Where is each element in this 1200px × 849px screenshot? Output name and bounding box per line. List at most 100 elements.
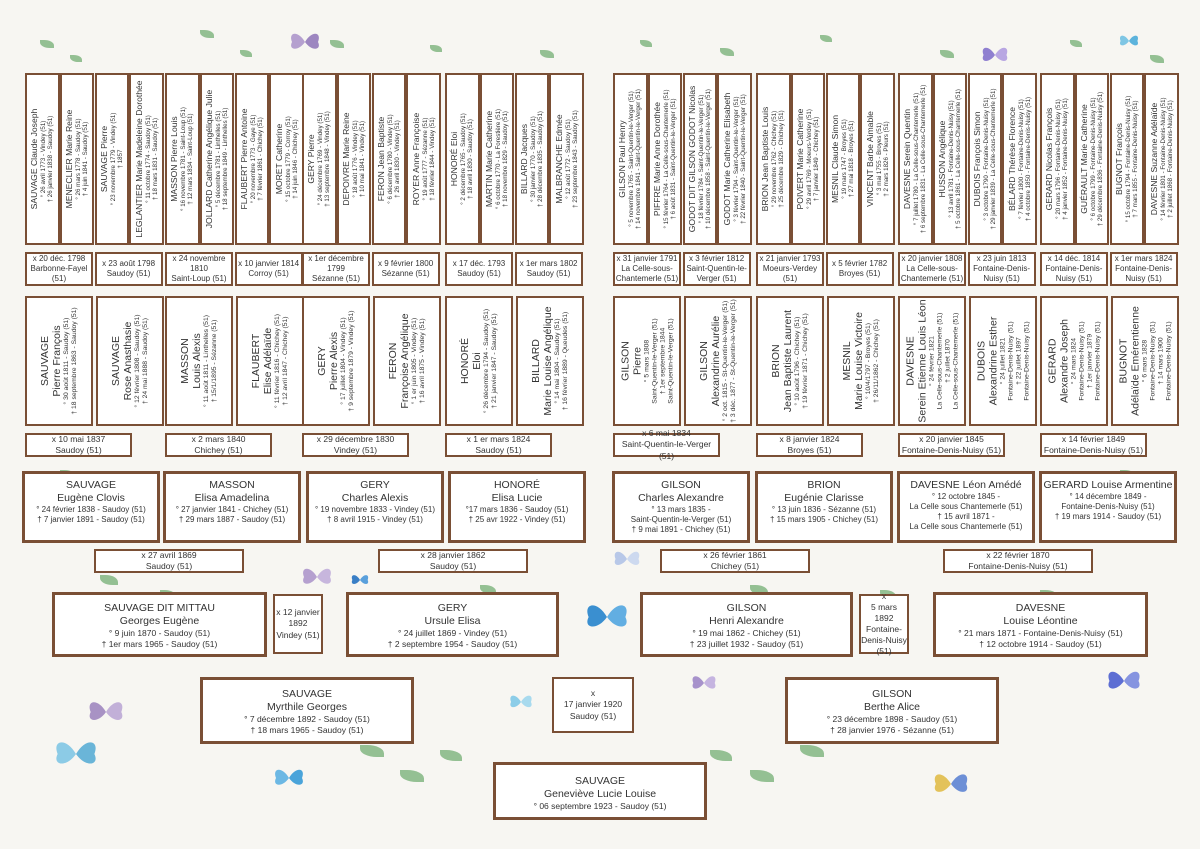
ancestor-card[interactable]: BRION Jean Baptiste Louis° 29 novembre 1… xyxy=(756,73,791,245)
person-given-names: Pierre Alexis xyxy=(328,331,341,391)
person-birth: ° 5 mars 1808 xyxy=(643,339,651,383)
ancestor-card[interactable]: DAVESNE Suzanne Adélaïde° 14 février 180… xyxy=(1144,73,1179,245)
person-death: † 28 décembre 1835 - Saudoy (51) xyxy=(536,111,544,207)
ancestor-card[interactable]: POIVERT Marie Catherine° 29 avril 1769 -… xyxy=(790,73,826,245)
person-birth: ° 23 novembre 1779 - Vindey (51) xyxy=(109,112,117,206)
ancestor-card[interactable]: MENECLIER Marie Reine° 26 mars 1778 - Sa… xyxy=(59,73,95,245)
ancestor-card[interactable]: DUBOIS François Simon° 3 octobre 1790 - … xyxy=(967,73,1003,245)
person-card[interactable]: GILSON Berthe Alice ° 23 décembre 1898 -… xyxy=(785,677,999,744)
person-death: † 2 septembre 1954 - Saudoy (51) xyxy=(387,638,518,649)
marriage-place: Chichey (51) xyxy=(710,561,760,571)
marriage-place: La Celle-sous-Chantemerle (51) xyxy=(615,264,679,283)
ancestor-card[interactable]: GERARD Nicolas François° 20 mars 1796 - … xyxy=(1040,73,1075,245)
person-card[interactable]: SAUVAGE Myrthile Georges ° 7 décembre 18… xyxy=(200,677,414,744)
ancestor-card[interactable]: BILLARD Jacques° 30 janvier 1770 - Saudo… xyxy=(514,73,550,245)
ancestor-card[interactable]: GODOT Marie Catherine Elisabeth° 3 févri… xyxy=(717,73,752,245)
marriage-date: x 21 janvier 1793 xyxy=(759,254,821,263)
person-card[interactable]: DAVESNE Léon Amédé° 12 octobre 1845 -La … xyxy=(897,471,1035,543)
ancestor-card[interactable]: DAVESNE Serein Quentin° 7 juillet 1780 -… xyxy=(898,73,933,245)
person-name: HUSSON Angélique xyxy=(937,120,948,198)
ancestor-card[interactable]: GERY Pierre° 24 décembre 1769 - Vindey (… xyxy=(302,73,337,245)
marriage-place: Saudoy (51) xyxy=(429,561,477,571)
ancestor-card[interactable]: MASSON Pierre Louis° 16 novembre 1781 - … xyxy=(165,73,200,245)
ancestor-card-text: MESNIL Claude Simon° 19 mars 1747 - Broy… xyxy=(830,115,855,203)
person-surname: GERY xyxy=(437,602,468,614)
ancestor-card[interactable]: SAUVAGE Claude Joseph° 26 avril 1773 - V… xyxy=(25,73,60,245)
person-name: ROYER Anne Françoise xyxy=(410,112,421,206)
ancestor-card[interactable]: ROYER Anne Françoise° 19 août 1777 - Séz… xyxy=(406,73,441,245)
ancestor-card[interactable]: LEGLANTIER Marie Madeleine Dorothée° 11 … xyxy=(129,73,164,245)
person-death-place: La Celle sous Chantemerle (51) xyxy=(909,522,1023,532)
marriage-date: x 24 novembre 1810 xyxy=(172,254,226,273)
ancestor-card[interactable]: HONORÉ Eloi° 2 décembre 1765 - Saudoy (5… xyxy=(445,73,480,245)
ancestor-card[interactable]: PIFFRE Marie Anne Dorothée° 15 février 1… xyxy=(647,73,683,245)
root-person-card[interactable]: SAUVAGE Geneviève Lucie Louise ° 06 sept… xyxy=(493,762,707,820)
person-death: † 1er septembre 1844 xyxy=(659,327,667,395)
ancestor-card[interactable]: MESNIL Claude Simon° 19 mars 1747 - Broy… xyxy=(825,73,861,245)
ancestor-card[interactable]: MALBRANCHE Edmée° 12 août 1772 - Saudoy … xyxy=(549,73,584,245)
person-card[interactable]: GERARD Louise Armentine° 14 décembre 184… xyxy=(1039,471,1177,543)
ancestor-card[interactable]: GUÉRAULT Marie Catherine° 6 octobre 1799… xyxy=(1074,73,1110,245)
ancestor-card[interactable]: FERON Jean Baptiste° 6 décembre 1780 - V… xyxy=(371,73,407,245)
person-given-names: Berthe Alice xyxy=(863,701,921,714)
person-card[interactable]: DAVESNE Louise Léontine ° 21 mars 1871 -… xyxy=(933,592,1148,657)
marriage-date: x 20 janvier 1808 xyxy=(901,254,963,263)
person-birth: ° 7 février 1800 - Fontaine-Denis-Nuisy … xyxy=(1017,99,1025,219)
ancestor-card[interactable]: JOLLARD Catherine Angélique Julie° 5 déc… xyxy=(199,73,235,245)
ancestor-card[interactable]: BUGNOT François° 15 octobre 1794 - Fonta… xyxy=(1109,73,1145,245)
ancestor-card[interactable]: VINCENT Barbe Aimable° 3 mai 1755 - Broy… xyxy=(860,73,895,245)
person-card[interactable]: GERY Ursule Elisa ° 24 juillet 1869 - Vi… xyxy=(346,592,559,657)
person-card[interactable]: SAUVAGE DIT MITTAU Georges Eugène ° 9 ju… xyxy=(52,592,267,657)
person-death-place: Fontaine-Denis-Nuisy (51) xyxy=(1093,321,1101,401)
ancestor-card[interactable]: BÉLARD Thérèse Florence° 7 février 1800 … xyxy=(1002,73,1037,245)
person-birth: ° 24 juillet 1821 xyxy=(999,337,1007,385)
ancestor-card-text: FERON Jean Baptiste° 6 décembre 1780 - V… xyxy=(376,114,401,203)
ancestor-card[interactable]: DEPOIVRE Marie Reine° 18 août 1776 - Vin… xyxy=(336,73,372,245)
ancestor-card-text: BÉLARD Thérèse Florence° 7 février 1800 … xyxy=(1007,97,1032,221)
ancestor-card-text: GILSON Paul Henry° 5 novembre 1765 - Sai… xyxy=(617,89,642,229)
ancestor-card[interactable]: FLAUBERT Pierre Antoine° 20 novembre 177… xyxy=(234,73,270,245)
marriage-place: Sézanne (51) xyxy=(311,274,361,283)
ancestor-card[interactable]: MORET Catherine° 15 octobre 1779 - Corro… xyxy=(269,73,304,245)
person-name: GODOT DIT GILSON GODOT Nicolas xyxy=(686,85,697,233)
person-name: DAVESNE Suzanne Adélaïde xyxy=(1148,102,1159,216)
ancestor-card-text: MORET Catherine° 15 octobre 1779 - Corro… xyxy=(274,116,299,202)
person-card[interactable]: GILSON Henri Alexandre ° 19 mai 1862 - C… xyxy=(640,592,853,657)
person-death: † 9 mai 1891 - Chichey (51) xyxy=(631,525,731,535)
ancestor-card[interactable]: GODOT DIT GILSON GODOT Nicolas° 18 févri… xyxy=(682,73,718,245)
ancestor-card[interactable]: GILSON Paul Henry° 5 novembre 1765 - Sai… xyxy=(613,73,648,245)
ancestor-card[interactable]: MARTIN Marie Catherine° 6 octobre 1770 -… xyxy=(479,73,515,245)
person-name: BILLARD Jacques xyxy=(518,123,529,195)
ancestor-card[interactable]: HUSSON Angélique° 13 avril 1781 - Fontai… xyxy=(932,73,968,245)
ancestor-card[interactable]: SAUVAGE Pierre° 23 novembre 1779 - Vinde… xyxy=(94,73,130,245)
